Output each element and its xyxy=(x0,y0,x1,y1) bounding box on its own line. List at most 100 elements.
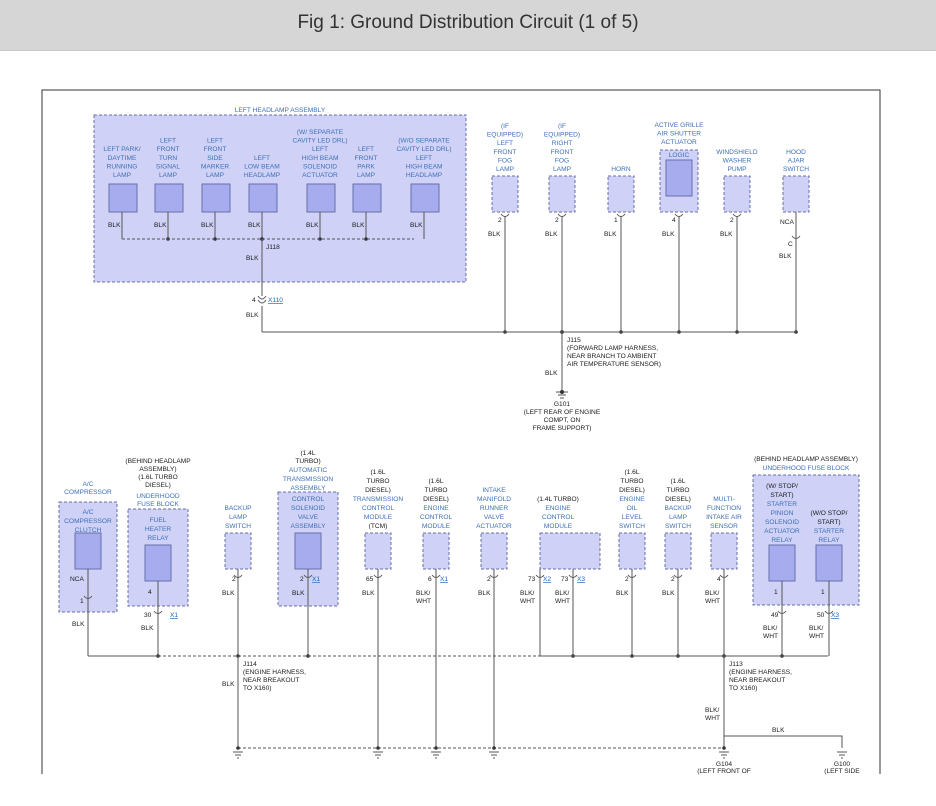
top-comp-4-label-4: SOLENOID xyxy=(303,163,337,170)
spr-pin49: 49 xyxy=(771,612,779,619)
j113-note-3: TO X160) xyxy=(729,685,757,692)
j113-wire-blk-1: BLK/ xyxy=(705,707,719,714)
active-grille-logic-box xyxy=(665,159,693,197)
bottom-comp-6-label-4: ACTUATOR xyxy=(476,523,512,530)
x110-link[interactable]: X110 xyxy=(268,297,283,304)
sr-blk1: BLK/ xyxy=(809,625,823,632)
top-comp-2-box xyxy=(201,183,231,213)
ac-nca: NCA xyxy=(70,576,85,583)
underhood-fuse-block-left-1: UNDERHOOD xyxy=(136,493,179,500)
starter-pinion-relay-box xyxy=(768,544,796,582)
bottom-comp-12-label-3: RELAY xyxy=(818,537,840,544)
left-headlamp-assembly-label: LEFT HEADLAMP ASSEMBLY xyxy=(235,107,326,114)
ac-compressor-head-1: A/C xyxy=(83,481,94,488)
bottom-comp-1-label-0: FUEL xyxy=(150,517,167,524)
g101-note-2: COMPT, ON xyxy=(544,417,581,424)
bottom-comp-4-label-6: (TCM) xyxy=(369,523,388,530)
bottom-comp-0-label-2: CLUTCH xyxy=(75,527,102,534)
tcm-head-4: TRANSMISSION xyxy=(283,476,333,483)
ext-comp-4-label-2: PUMP xyxy=(727,166,747,173)
g100-wire-blk: BLK xyxy=(772,727,785,734)
ac-pin: 1 xyxy=(80,598,84,605)
g104-to-g100-wire xyxy=(723,735,843,748)
j113-note-2: NEAR BREAKOUT xyxy=(729,677,785,684)
j113-label: J113 xyxy=(729,661,743,668)
bottom-comp-12-label-2: STARTER xyxy=(814,528,844,535)
bottom-comp-5-label-5: MODULE xyxy=(422,523,451,530)
ext-comp-1-label-5: LAMP xyxy=(553,166,572,173)
bottom-comp-0-label-1: COMPRESSOR xyxy=(64,518,112,525)
bottom-comp-8-label-4: OIL xyxy=(627,505,638,512)
sr-pin50: 50 xyxy=(817,612,825,619)
ols-pin: 2 xyxy=(625,576,629,583)
ols-blk: BLK xyxy=(616,590,629,597)
tcm-head-2: TURBO) xyxy=(295,458,320,465)
top-comp-5-splice xyxy=(364,237,368,241)
top-comp-6-label-0: (W/O SEPARATE xyxy=(398,138,450,145)
fuel-heater-relay-box xyxy=(144,544,172,582)
bottom-comp-6-label-3: VALVE xyxy=(484,514,505,521)
ac-compressor-clutch-box xyxy=(74,532,102,570)
bottom-comp-3-label-2: VALVE xyxy=(298,514,319,521)
bottom-comp-7-label-2: CONTROL xyxy=(542,514,575,521)
imr-pin: 2 xyxy=(487,576,491,583)
ext-comp-0-label-5: LAMP xyxy=(496,166,515,173)
ext-comp-1-box xyxy=(548,175,576,213)
ext-comp-1-label-3: FRONT xyxy=(551,149,574,156)
spr-pin1: 1 xyxy=(774,589,778,596)
bottom-comp-5-label-1: TURBO xyxy=(424,487,447,494)
ecm-turbo-box xyxy=(539,532,601,570)
hood-ajar-blk: BLK xyxy=(779,253,792,260)
bottom-comp-2-label-2: SWITCH xyxy=(225,523,251,530)
g104-symbol xyxy=(719,751,729,759)
bottom-comp-8-label-6: SWITCH xyxy=(619,523,645,530)
bottom-comp-8-label-5: LEVEL xyxy=(622,514,643,521)
bottom-comp-9-label-1: TURBO xyxy=(666,487,689,494)
top-comp-4-blk: BLK xyxy=(306,222,319,229)
ecmt-blk2a: BLK/ xyxy=(555,590,569,597)
top-comp-3-blk: BLK xyxy=(248,222,261,229)
sr-x3: X3 xyxy=(831,612,839,619)
ext-comp-0-blk: BLK xyxy=(488,231,501,238)
x110-pin: 4 xyxy=(252,297,256,304)
j115-wire-blk: BLK xyxy=(545,370,558,377)
top-comp-1-label-4: LAMP xyxy=(159,172,178,179)
blsd-pin: 2 xyxy=(671,576,675,583)
ground-row-dot-0 xyxy=(236,746,240,750)
bottom-comp-6-label-1: MANIFOLD xyxy=(477,496,511,503)
bls-blk: BLK xyxy=(222,590,235,597)
sr-blk2: WHT xyxy=(809,633,824,640)
bottom-comp-2-label-1: LAMP xyxy=(229,514,248,521)
bottom-comp-6-label-2: RUNNER xyxy=(480,505,508,512)
bottom-comp-4-label-0: (1.6L xyxy=(370,469,385,476)
top-comp-1-box xyxy=(154,183,184,213)
top-comp-4-label-5: ACTUATOR xyxy=(302,172,338,179)
j113-note-1: (ENGINE HARNESS, xyxy=(729,669,792,676)
j114-wire-blk: BLK xyxy=(222,681,235,688)
ext-comp-4-label-1: WASHER xyxy=(723,157,752,164)
ext-comp-1-label-2: RIGHT xyxy=(552,140,573,147)
ecm-diesel-box xyxy=(422,532,450,570)
ext-comp-5-box xyxy=(782,175,810,213)
underhood-fuse-block-right-assembly xyxy=(752,474,860,606)
top-comp-2-label-2: SIDE xyxy=(207,155,223,162)
bottom-comp-9-label-3: BACKUP xyxy=(664,505,692,512)
bottom-comp-11-label-1: START) xyxy=(770,492,793,499)
ext-comp-0-pin: 2 xyxy=(498,217,502,224)
bottom-comp-0-label-0: A/C xyxy=(83,509,94,516)
ecmt-pin2: 73 xyxy=(561,576,569,583)
j113-wire-blk-2: WHT xyxy=(705,715,720,722)
bottom-comp-12-label-0: (W/O STOP/ xyxy=(811,510,848,517)
ext-comp-3-label-2: ACTUATOR xyxy=(661,139,697,146)
hood-ajar-pin-c: C xyxy=(788,241,793,248)
fhr-pin4: 4 xyxy=(148,589,152,596)
ext-comp-1-label-1: EQUIPPED) xyxy=(544,132,580,139)
bottom-comp-3-label-0: CONTROL xyxy=(292,496,325,503)
bottom-comp-10-label-2: INTAKE AIR xyxy=(706,514,742,521)
top-comp-5-label-3: LAMP xyxy=(357,172,376,179)
ext-comp-1-label-4: FOG xyxy=(555,157,569,164)
top-comp-5-label-2: PARK xyxy=(357,163,375,170)
ext-comp-5-label-0: HOOD xyxy=(786,149,806,156)
ecmt-x3: X3 xyxy=(577,576,585,583)
ext-comp-2-label-0: HORN xyxy=(611,166,631,173)
